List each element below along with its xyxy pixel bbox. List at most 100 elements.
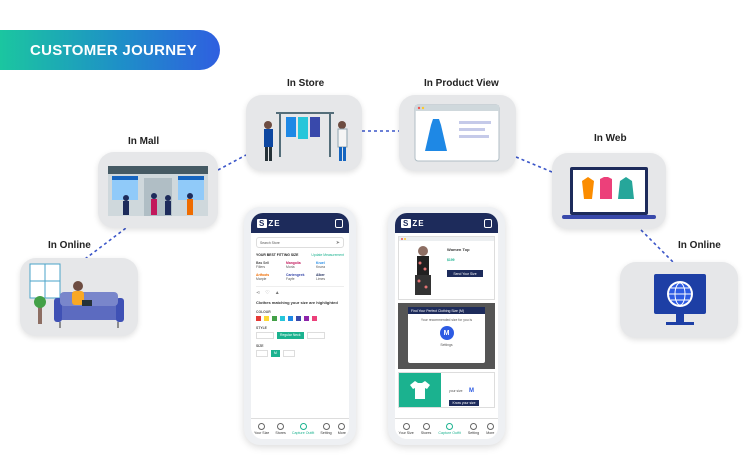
mall-storefront-illustration: [108, 166, 208, 216]
heart-icon[interactable]: ♡: [265, 290, 270, 296]
online-sofa-card: [20, 258, 138, 336]
colour-swatch[interactable]: [312, 316, 317, 321]
store-search-input[interactable]: Search Store ➤: [256, 237, 344, 248]
scan-icon[interactable]: [335, 218, 343, 228]
modal-subtitle: Your recommended size for you is: [420, 318, 473, 322]
label-in-web: In Web: [594, 133, 627, 144]
product-view-card: [399, 95, 516, 171]
tab-capture-outfit[interactable]: Capture Outfit: [438, 423, 461, 435]
search-placeholder: Search Store: [260, 240, 280, 245]
tshirt-icon: [410, 381, 430, 399]
store-icon: [422, 423, 430, 430]
label-in-mall: In Mall: [128, 136, 160, 147]
tab-stores[interactable]: Stores: [421, 423, 431, 435]
scan-icon[interactable]: [484, 218, 492, 228]
colour-swatch[interactable]: [296, 316, 301, 321]
best-fit-title: YOUR BEST FITTING SIZE: [256, 253, 299, 257]
gear-icon: [322, 423, 330, 430]
bottom-size-value: M: [469, 388, 475, 394]
person-on-sofa-illustration: [29, 263, 124, 328]
style-label: STYLE: [256, 326, 267, 330]
know-size-button[interactable]: Know your size: [449, 400, 479, 406]
like-icon[interactable]: ▲: [274, 290, 280, 296]
share-actions: ⋖ ♡ ▲: [256, 290, 344, 296]
size-modal-backdrop: Find Your Perfect Clothing Size (M) Your…: [398, 303, 495, 369]
clothing-rack-shoppers-illustration: [264, 112, 348, 161]
web-card: [552, 153, 666, 229]
size-option[interactable]: [256, 350, 268, 357]
modal-settings-link[interactable]: Settings: [440, 343, 453, 347]
style-option-selected[interactable]: Regular Neck: [277, 332, 304, 339]
label-in-online-left: In Online: [48, 240, 91, 251]
size-option[interactable]: [282, 350, 295, 357]
product-title: Women Top: [447, 247, 470, 252]
colour-label: COLOUR: [256, 310, 271, 314]
gear-icon: [470, 423, 477, 430]
store-icon: [277, 423, 285, 430]
colour-swatch[interactable]: [256, 316, 261, 321]
bottom-tab-bar: Your Size Stores Capture Outfit Setting …: [251, 418, 349, 439]
bottom-size-text: your size: [449, 389, 463, 393]
online-monitor-card: [620, 262, 738, 338]
label-in-store: In Store: [287, 78, 325, 89]
size-modal: Find Your Perfect Clothing Size (M) Your…: [408, 307, 485, 363]
tab-setting[interactable]: Setting: [468, 423, 479, 435]
more-icon: [486, 423, 494, 430]
send-size-button[interactable]: Send Your Size: [447, 270, 483, 277]
tab-capture-outfit[interactable]: Capture Outfit: [292, 423, 314, 435]
share-icon[interactable]: ⋖: [256, 290, 261, 296]
size-label: SIZE: [256, 344, 264, 348]
tshirt-card: your size M Know your size: [398, 372, 495, 408]
tab-your-size[interactable]: Your Size: [254, 423, 269, 435]
banner-title: CUSTOMER JOURNEY: [30, 41, 198, 59]
tab-your-size[interactable]: Your Size: [399, 423, 414, 435]
product-price: $199: [447, 258, 455, 262]
model-photo: [415, 246, 431, 295]
colour-swatch[interactable]: [288, 316, 293, 321]
customer-journey-banner: CUSTOMER JOURNEY: [0, 30, 220, 70]
style-option[interactable]: [256, 332, 274, 339]
location-icon[interactable]: ➤: [335, 239, 340, 246]
tab-more[interactable]: More: [338, 423, 346, 435]
tab-setting[interactable]: Setting: [320, 423, 332, 435]
colour-swatch[interactable]: [272, 316, 277, 321]
style-option[interactable]: [306, 332, 325, 339]
store-card: [246, 95, 362, 171]
update-measurement-link[interactable]: Update Measurement: [311, 253, 344, 257]
colour-swatch[interactable]: [304, 316, 309, 321]
clothes-matching-text: Clothes matching your size are highlight…: [256, 300, 338, 305]
tab-more[interactable]: More: [486, 423, 494, 435]
recommended-size-badge: M: [439, 326, 454, 340]
size-option-selected[interactable]: M: [271, 350, 280, 357]
label-in-online-right: In Online: [678, 240, 721, 251]
tab-stores[interactable]: Stores: [275, 423, 286, 435]
bottom-tab-bar: Your Size Stores Capture Outfit Setting …: [395, 418, 498, 439]
user-icon: [402, 423, 410, 430]
camera-icon: [299, 423, 307, 430]
camera-icon: [446, 423, 454, 430]
product-card: Women Top $199 Send Your Size: [398, 236, 495, 300]
label-in-product-view: In Product View: [424, 78, 499, 89]
colour-swatch[interactable]: [264, 316, 269, 321]
mall-card: [98, 152, 218, 228]
product-detail-illustration: [414, 104, 500, 162]
laptop-shop-illustration: [562, 167, 656, 219]
more-icon: [338, 423, 346, 430]
modal-title: Find Your Perfect Clothing Size (M): [411, 308, 464, 313]
size-options: M: [256, 350, 344, 357]
colour-swatch[interactable]: [280, 316, 285, 321]
colour-swatches: [256, 316, 344, 321]
